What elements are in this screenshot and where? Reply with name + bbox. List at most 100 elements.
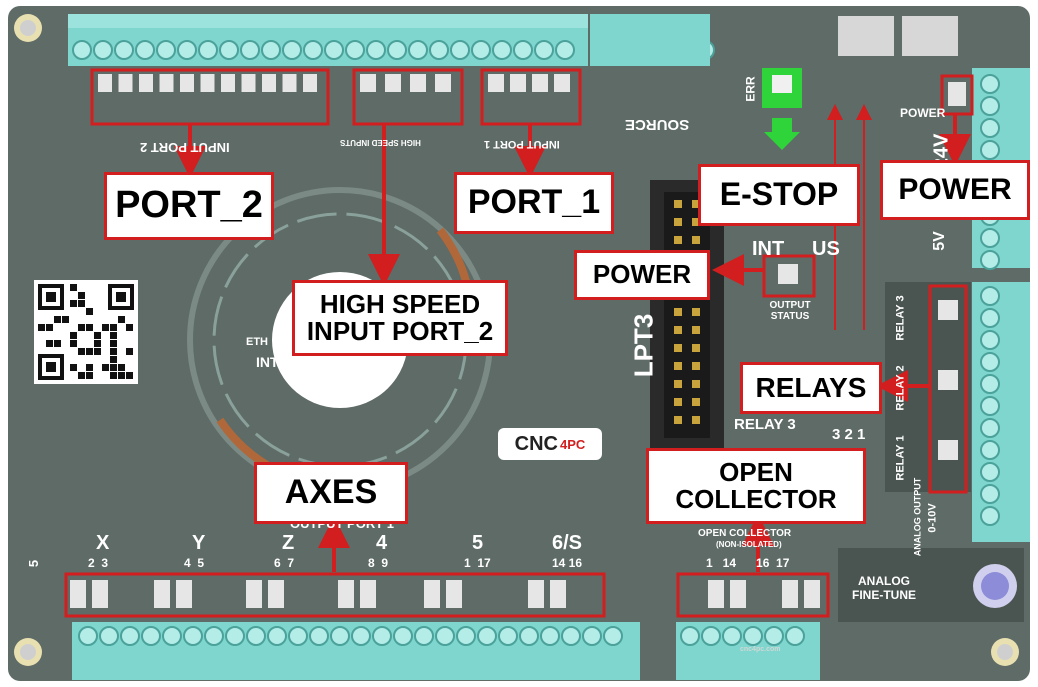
axis-pins-0: 2 3 [88, 556, 109, 570]
terminal-screw [471, 40, 491, 60]
terminal-screw [492, 40, 512, 60]
terminal-screw [680, 626, 700, 646]
terminal-screw [980, 308, 1000, 328]
terminal-screw [261, 40, 281, 60]
highlight-relays [928, 284, 968, 494]
lpt-label: LPT3 [628, 313, 659, 378]
terminal-screw [980, 462, 1000, 482]
int-label: INT [752, 238, 785, 260]
switch-square [118, 74, 133, 92]
qr-cell [78, 292, 85, 299]
axis-pins-1: 4 5 [184, 556, 205, 570]
terminal-screw [980, 228, 1000, 248]
lpt-pin [674, 380, 682, 388]
lpt-pin [692, 200, 700, 208]
switch-square [268, 580, 284, 608]
estop-led [772, 75, 792, 93]
qr-cell [102, 324, 109, 331]
lpt-pin [692, 416, 700, 424]
switch-square [159, 74, 174, 92]
analog-fine-label: ANALOG FINE-TUNE [852, 574, 916, 602]
terminal-screw [534, 40, 554, 60]
lpt-pin [674, 326, 682, 334]
lpt-pin [692, 308, 700, 316]
switch-square [938, 370, 958, 390]
terminal-screw [980, 352, 1000, 372]
header-block [838, 16, 894, 56]
terminal-screw [980, 506, 1000, 526]
terminal-screw [366, 40, 386, 60]
power-label: POWER [900, 106, 946, 120]
callout-hs-line2: INPUT PORT_2 [306, 316, 494, 346]
terminal-screw [980, 96, 1000, 116]
highlight-power-mid [762, 254, 816, 298]
lpt-pin [674, 344, 682, 352]
lpt-pin [674, 398, 682, 406]
terminal-screw [303, 40, 323, 60]
switch-square [938, 300, 958, 320]
switch-square [532, 74, 548, 92]
switch-square [282, 74, 297, 92]
qr-cell [94, 332, 101, 339]
relay-side-2: RELAY 2 [894, 365, 907, 411]
callout-hs-line1: HIGH SPEED [319, 288, 481, 319]
relay-nums: 3 2 1 [832, 426, 866, 443]
axis-label-5: 6/S [552, 532, 583, 554]
switch-square [782, 580, 798, 608]
terminal-screw [477, 626, 497, 646]
cnc-brand: CNC 4PC [498, 428, 602, 460]
qr-cell [54, 340, 61, 347]
qr-cell [110, 340, 117, 347]
qr-cell [110, 332, 117, 339]
switch-square [385, 74, 401, 92]
analog-range: 0-10V [926, 503, 939, 533]
lpt-pin [692, 218, 700, 226]
terminal-screw [785, 626, 805, 646]
qr-cell [86, 324, 93, 331]
qr-cell [70, 340, 77, 347]
hs-title: HIGH SPEED INPUTS [340, 138, 421, 147]
terminal-screw [980, 484, 1000, 504]
err-label: ERR [743, 76, 758, 102]
terminal-screw [456, 626, 476, 646]
switch-square [246, 580, 262, 608]
terminal-screw [372, 626, 392, 646]
qr-cell [126, 324, 133, 331]
qr-cell [126, 372, 133, 379]
right-terminal-strip [972, 68, 1030, 542]
callout-axes: AXES [254, 462, 408, 524]
terminal-screw [240, 40, 260, 60]
switch-square [360, 74, 376, 92]
oc-pins: 1 14 16 17 [706, 556, 790, 570]
qr-cell [118, 372, 125, 379]
switch-square [262, 74, 276, 92]
switch-square [554, 74, 570, 92]
highlight-axes [64, 572, 606, 618]
terminal-screw [393, 626, 413, 646]
qr-cell [78, 348, 85, 355]
qr-cell [46, 340, 53, 347]
terminal-screw [743, 626, 763, 646]
terminal-screw [177, 40, 197, 60]
qr-cell [118, 364, 125, 371]
terminal-screw [555, 40, 575, 60]
input-port2-title: INPUT PORT 2 [140, 140, 230, 155]
qr-cell [110, 356, 117, 363]
switch-square [241, 74, 256, 92]
axis-label-1: Y [192, 532, 206, 554]
switch-square [730, 580, 746, 608]
terminal-screw [345, 40, 365, 60]
terminal-screw [513, 40, 533, 60]
switch-square [70, 580, 86, 608]
terminal-screw [246, 626, 266, 646]
terminal-screw [414, 626, 434, 646]
switch-square [303, 74, 317, 92]
terminal-screw [764, 626, 784, 646]
source-header [590, 14, 710, 66]
input-port1-title: INPUT PORT 1 [484, 138, 560, 150]
terminal-screw [198, 40, 218, 60]
switch-square [528, 580, 544, 608]
callout-oc-line2: COLLECTOR [675, 484, 837, 514]
callout-port2: PORT_2 [104, 172, 274, 240]
terminal-screw [603, 626, 623, 646]
